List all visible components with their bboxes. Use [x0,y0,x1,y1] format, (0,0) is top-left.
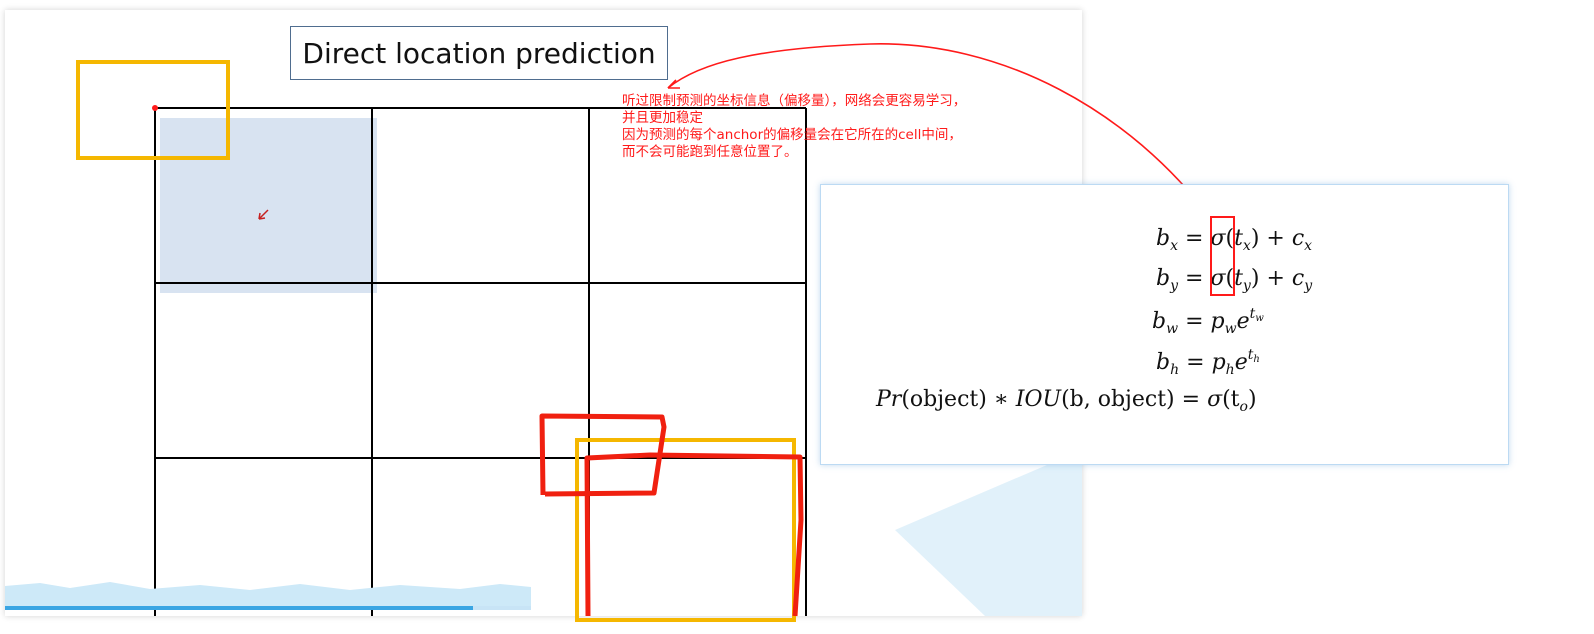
highlighted-grid-cell [160,118,377,293]
formula-bx: bx = σ(tx) + cx [1156,226,1313,254]
annotation-line: 因为预测的每个anchor的偏移量会在它所在的cell中间， [622,127,962,143]
annotation-line: 并且更加稳定 [622,110,703,126]
annotation-line: 听过限制预测的坐标信息（偏移量），网络会更容易学习， [622,93,967,109]
formula-by: by = σ(ty) + cy [1156,266,1313,294]
annotation-notes: 听过限制预测的坐标信息（偏移量），网络会更容易学习， 并且更加稳定 因为预测的每… [622,93,1062,161]
video-progress-bar[interactable] [5,606,531,610]
formula-objectness: Pr(object) ∗ IOU(b, object) = σ(to) [876,387,1257,415]
slide-title: Direct location prediction [302,36,656,70]
slide-title-box: Direct location prediction [290,26,668,80]
annotation-line: 而不会可能跑到任意位置了。 [622,144,798,160]
video-progress-fill [5,606,474,610]
formula-panel [820,184,1509,465]
formula-bh: bh = pheth [1156,347,1260,378]
formula-bw: bw = pwetw [1152,306,1264,337]
